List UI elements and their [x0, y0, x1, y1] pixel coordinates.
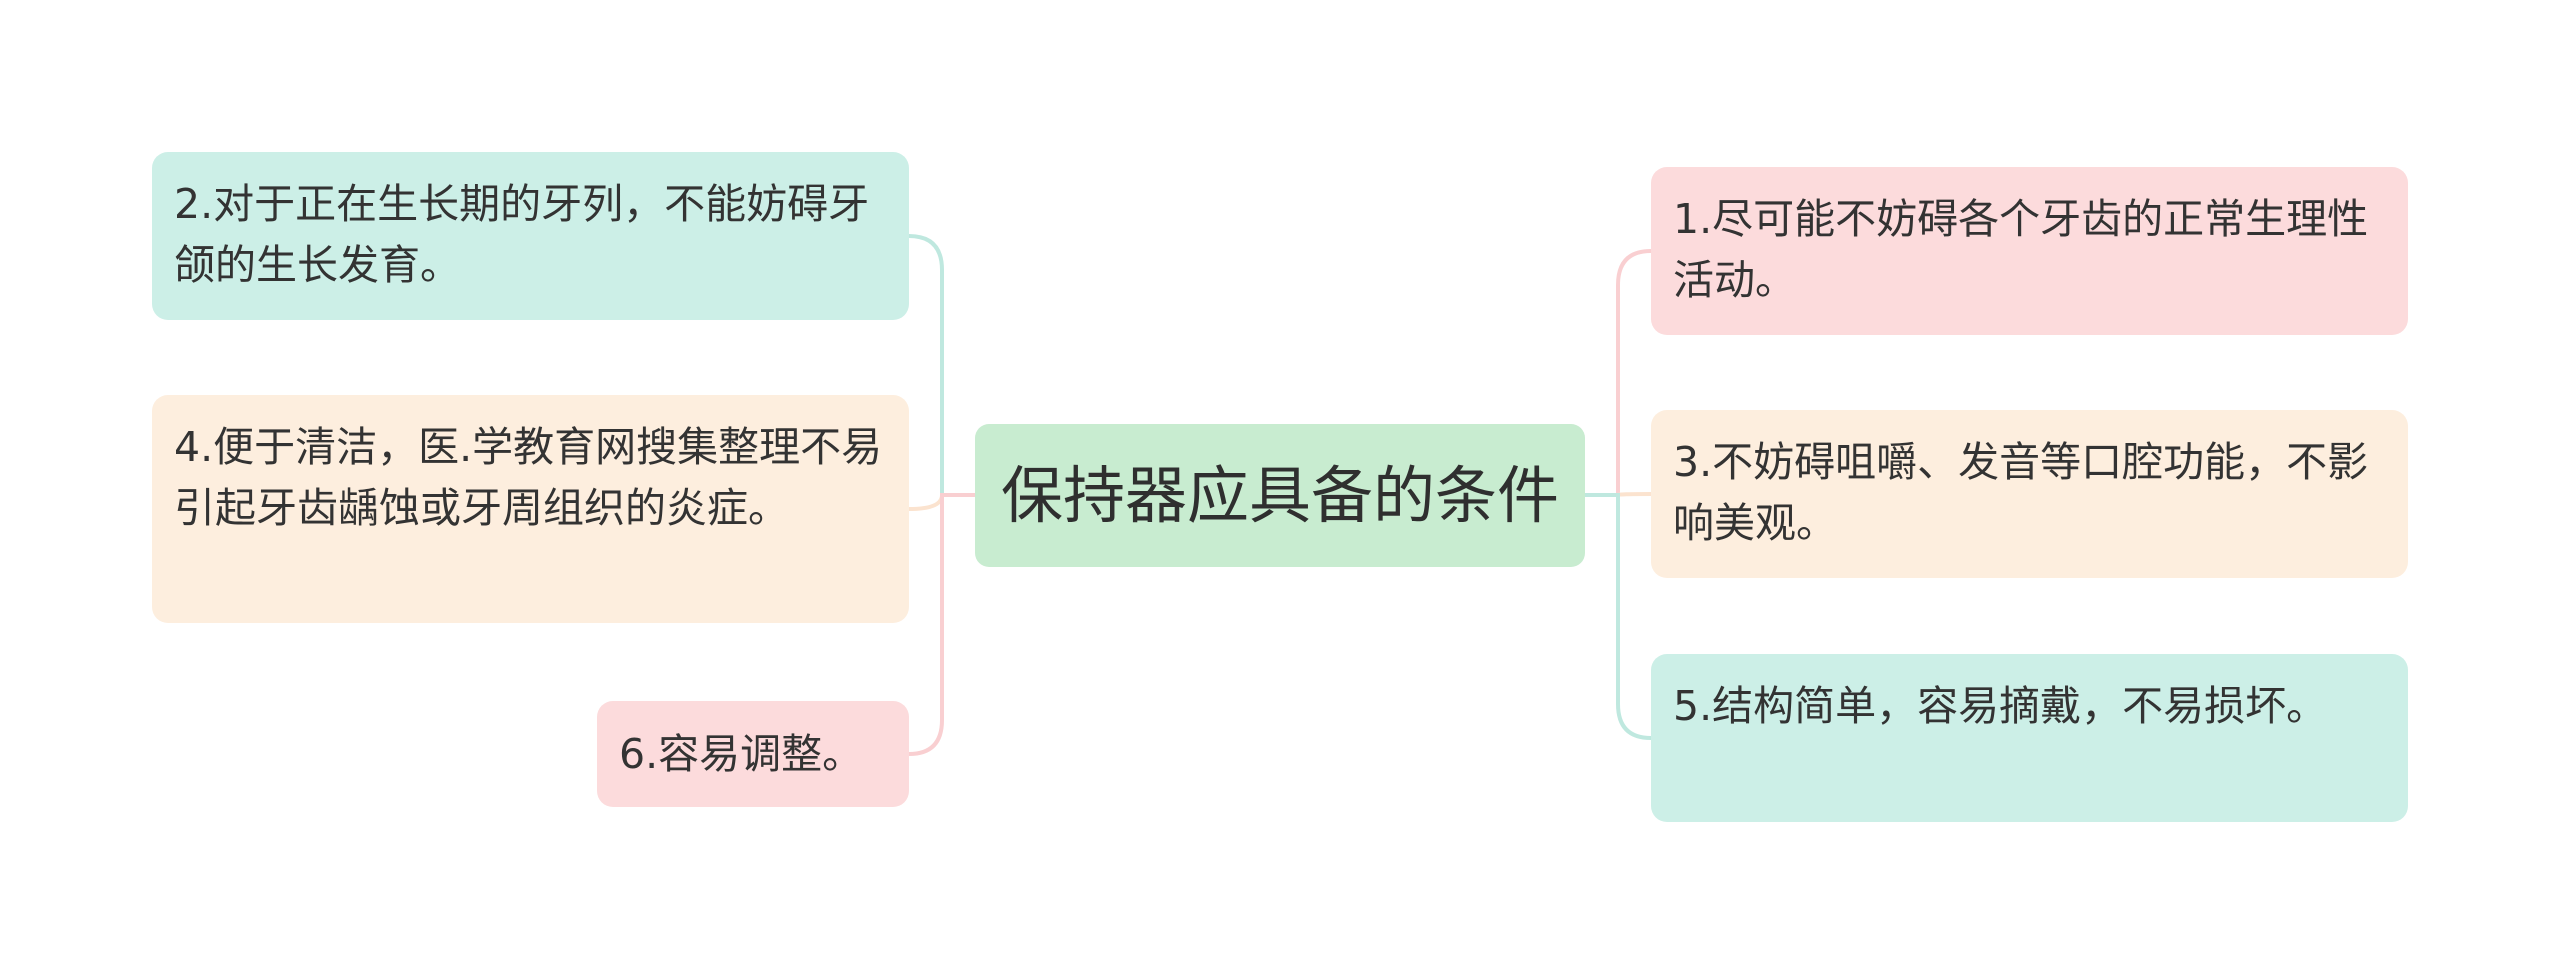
- connector-to-node-1: [1583, 249, 1653, 497]
- topic-node-text: 4.便于清洁，医.学教育网搜集整理不易引起牙齿龋蚀或牙周组织的炎症。: [174, 423, 883, 532]
- topic-node-text: 5.结构简单，容易摘戴，不易损坏。: [1673, 682, 2328, 730]
- connector-to-node-2: [907, 234, 977, 497]
- connector-to-node-5: [1583, 493, 1653, 740]
- topic-node-5[interactable]: 5.结构简单，容易摘戴，不易损坏。: [1651, 654, 2408, 822]
- topic-node-4[interactable]: 4.便于清洁，医.学教育网搜集整理不易引起牙齿龋蚀或牙周组织的炎症。: [152, 395, 909, 623]
- topic-node-3[interactable]: 3.不妨碍咀嚼、发音等口腔功能，不影响美观。: [1651, 410, 2408, 578]
- topic-node-text: 2.对于正在生长期的牙列，不能妨碍牙颌的生长发育。: [174, 180, 870, 289]
- central-topic-label: 保持器应具备的条件: [1000, 459, 1559, 532]
- topic-node-text: 3.不妨碍咀嚼、发音等口腔功能，不影响美观。: [1673, 438, 2369, 547]
- topic-node-text: 1.尽可能不妨碍各个牙齿的正常生理性活动。: [1673, 195, 2369, 304]
- topic-node-6[interactable]: 6.容易调整。: [597, 701, 909, 807]
- topic-node-text: 6.容易调整。: [619, 729, 864, 778]
- topic-node-1[interactable]: 1.尽可能不妨碍各个牙齿的正常生理性活动。: [1651, 167, 2408, 335]
- connector-to-node-6: [907, 493, 977, 756]
- topic-node-2[interactable]: 2.对于正在生长期的牙列，不能妨碍牙颌的生长发育。: [152, 152, 909, 320]
- central-topic[interactable]: 保持器应具备的条件: [975, 424, 1585, 567]
